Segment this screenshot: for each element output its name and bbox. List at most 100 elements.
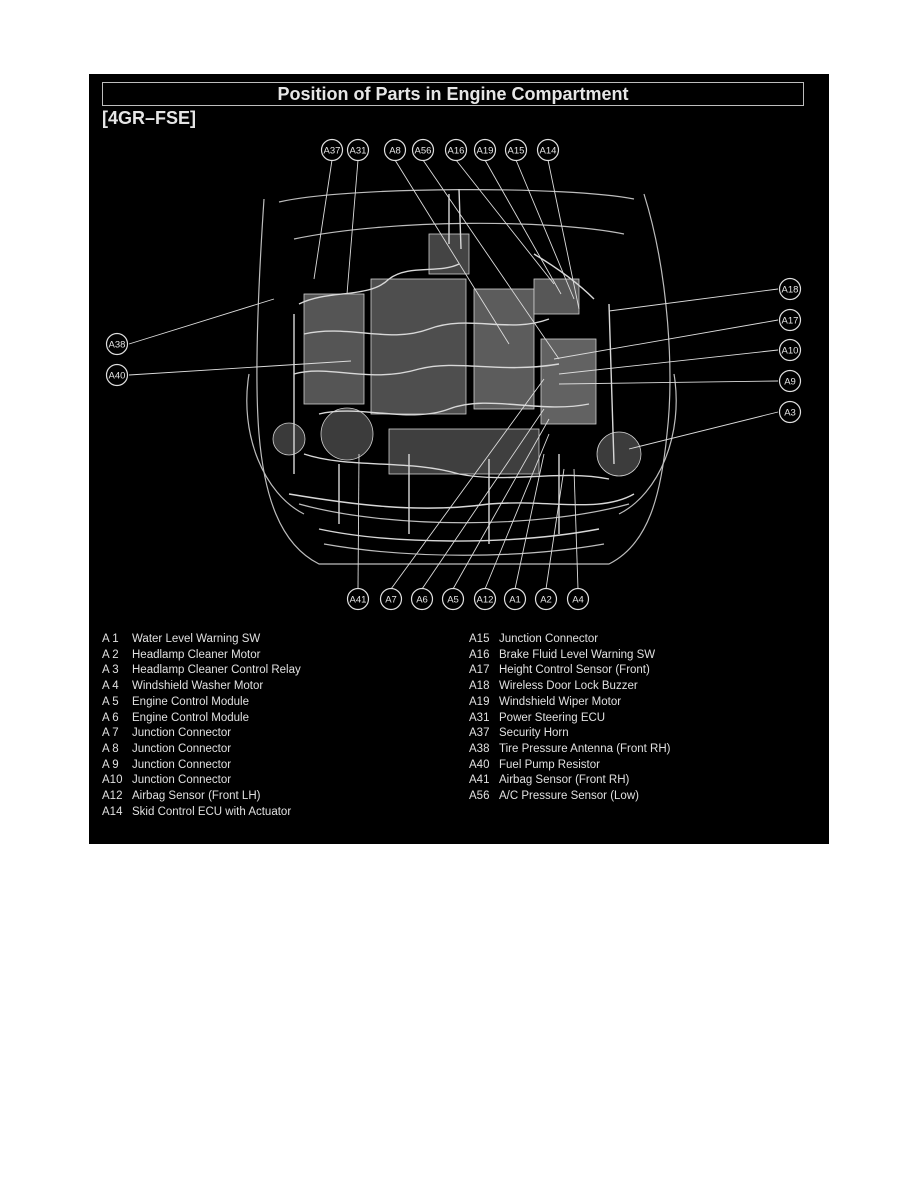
callout-a14: A14: [536, 138, 560, 162]
callout-label: A38: [109, 339, 126, 350]
engine-block: [272, 233, 642, 477]
legend-code: A 4: [102, 680, 119, 693]
callout-label: A5: [447, 594, 459, 605]
legend-code: A40: [469, 758, 490, 771]
legend-part-name: Engine Control Module: [132, 711, 249, 724]
callout-label: A2: [540, 594, 552, 605]
legend-code: A 8: [102, 742, 119, 755]
legend-code: A31: [469, 711, 490, 724]
callout-label: A56: [415, 145, 432, 156]
legend-item: A 4 Windshield Washer Motor: [102, 679, 301, 695]
callout-label: A41: [350, 594, 367, 605]
callout-a1: A1: [503, 587, 527, 611]
legend-part-name: Height Control Sensor (Front): [499, 664, 650, 677]
legend-part-name: A/C Pressure Sensor (Low): [499, 790, 639, 803]
legend-code: A 5: [102, 695, 119, 708]
legend-code: A12: [102, 790, 123, 803]
legend-item: A18 Wireless Door Lock Buzzer: [469, 679, 671, 695]
legend-item: A56 A/C Pressure Sensor (Low): [469, 789, 671, 805]
callout-label: A4: [572, 594, 584, 605]
legend-item: A12 Airbag Sensor (Front LH): [102, 789, 301, 805]
legend-item: A41 Airbag Sensor (Front RH): [469, 773, 671, 789]
legend-item: A17 Height Control Sensor (Front): [469, 663, 671, 679]
legend-part-name: Windshield Washer Motor: [132, 680, 264, 693]
legend-item: A 2 Headlamp Cleaner Motor: [102, 648, 301, 664]
wiring-harness: [288, 188, 635, 544]
legend-code: A38: [469, 742, 490, 755]
legend-code: A15: [469, 633, 490, 645]
legend-part-name: Headlamp Cleaner Motor: [132, 648, 261, 661]
legend-code: A19: [469, 695, 490, 708]
legend-item: A37 Security Horn: [469, 726, 671, 742]
legend-part-name: Security Horn: [499, 727, 569, 740]
legend-part-name: Junction Connector: [499, 633, 599, 645]
legend-part-name: Junction Connector: [132, 774, 232, 787]
callout-a18: A18: [778, 277, 802, 301]
legend-part-name: Airbag Sensor (Front RH): [499, 774, 630, 787]
legend-code: A 1: [102, 633, 119, 645]
callout-label: A14: [540, 145, 557, 156]
legend-part-name: Skid Control ECU with Actuator: [132, 805, 292, 818]
legend-part-name: Brake Fluid Level Warning SW: [499, 648, 656, 661]
callout-a38: A38: [105, 332, 129, 356]
callout-label: A15: [508, 145, 525, 156]
callout-a12: A12: [473, 587, 497, 611]
callout-label: A7: [385, 594, 397, 605]
page-title: Position of Parts in Engine Compartment: [102, 82, 804, 106]
legend-code: A56: [469, 790, 490, 803]
callout-label: A9: [784, 376, 796, 387]
legend-item: A 3 Headlamp Cleaner Control Relay: [102, 663, 301, 679]
legend-code: A 2: [102, 648, 119, 661]
callout-a31: A31: [346, 138, 370, 162]
legend-part-name: Airbag Sensor (Front LH): [132, 790, 261, 803]
callout-a10: A10: [778, 338, 802, 362]
callout-a7: A7: [379, 587, 403, 611]
callout-label: A6: [416, 594, 428, 605]
legend-item: A15 Junction Connector: [469, 632, 671, 648]
callout-a15: A15: [504, 138, 528, 162]
callout-a17: A17: [778, 308, 802, 332]
callout-label: A16: [448, 145, 465, 156]
callout-a56: A56: [411, 138, 435, 162]
callout-label: A40: [109, 370, 126, 381]
legend-code: A 6: [102, 711, 119, 724]
engine-code-subtitle: [4GR–FSE]: [102, 108, 197, 128]
callout-leader-lines: [128, 159, 779, 590]
callout-label: A12: [477, 594, 494, 605]
legend-part-name: Headlamp Cleaner Control Relay: [132, 664, 301, 677]
legend-code: A16: [469, 648, 490, 661]
legend-code: A 3: [102, 664, 119, 677]
callout-a2: A2: [534, 587, 558, 611]
legend-part-name: Junction Connector: [132, 758, 232, 771]
legend-item: A16 Brake Fluid Level Warning SW: [469, 648, 671, 664]
callout-a37: A37: [320, 138, 344, 162]
legend-part-name: Junction Connector: [132, 727, 232, 740]
diagram-panel: Position of Parts in Engine Compartment …: [89, 74, 829, 844]
legend-code: A37: [469, 727, 490, 740]
legend-item: A 6 Engine Control Module: [102, 711, 301, 727]
callout-label: A31: [350, 145, 367, 156]
callout-label: A3: [784, 407, 796, 418]
callout-a6: A6: [410, 587, 434, 611]
legend-code: A18: [469, 680, 490, 693]
callout-a9: A9: [778, 369, 802, 393]
legend-part-name: Fuel Pump Resistor: [499, 758, 600, 771]
legend-code: A41: [469, 774, 490, 787]
callout-a8: A8: [383, 138, 407, 162]
legend-item: A40 Fuel Pump Resistor: [469, 758, 671, 774]
callout-a41: A41: [346, 587, 370, 611]
legend-code: A17: [469, 664, 490, 677]
legend-part-name: Power Steering ECU: [499, 711, 606, 724]
callout-label: A19: [477, 145, 494, 156]
callout-label: A17: [782, 315, 799, 326]
legend-part-name: Wireless Door Lock Buzzer: [499, 680, 638, 693]
callout-a40: A40: [105, 363, 129, 387]
